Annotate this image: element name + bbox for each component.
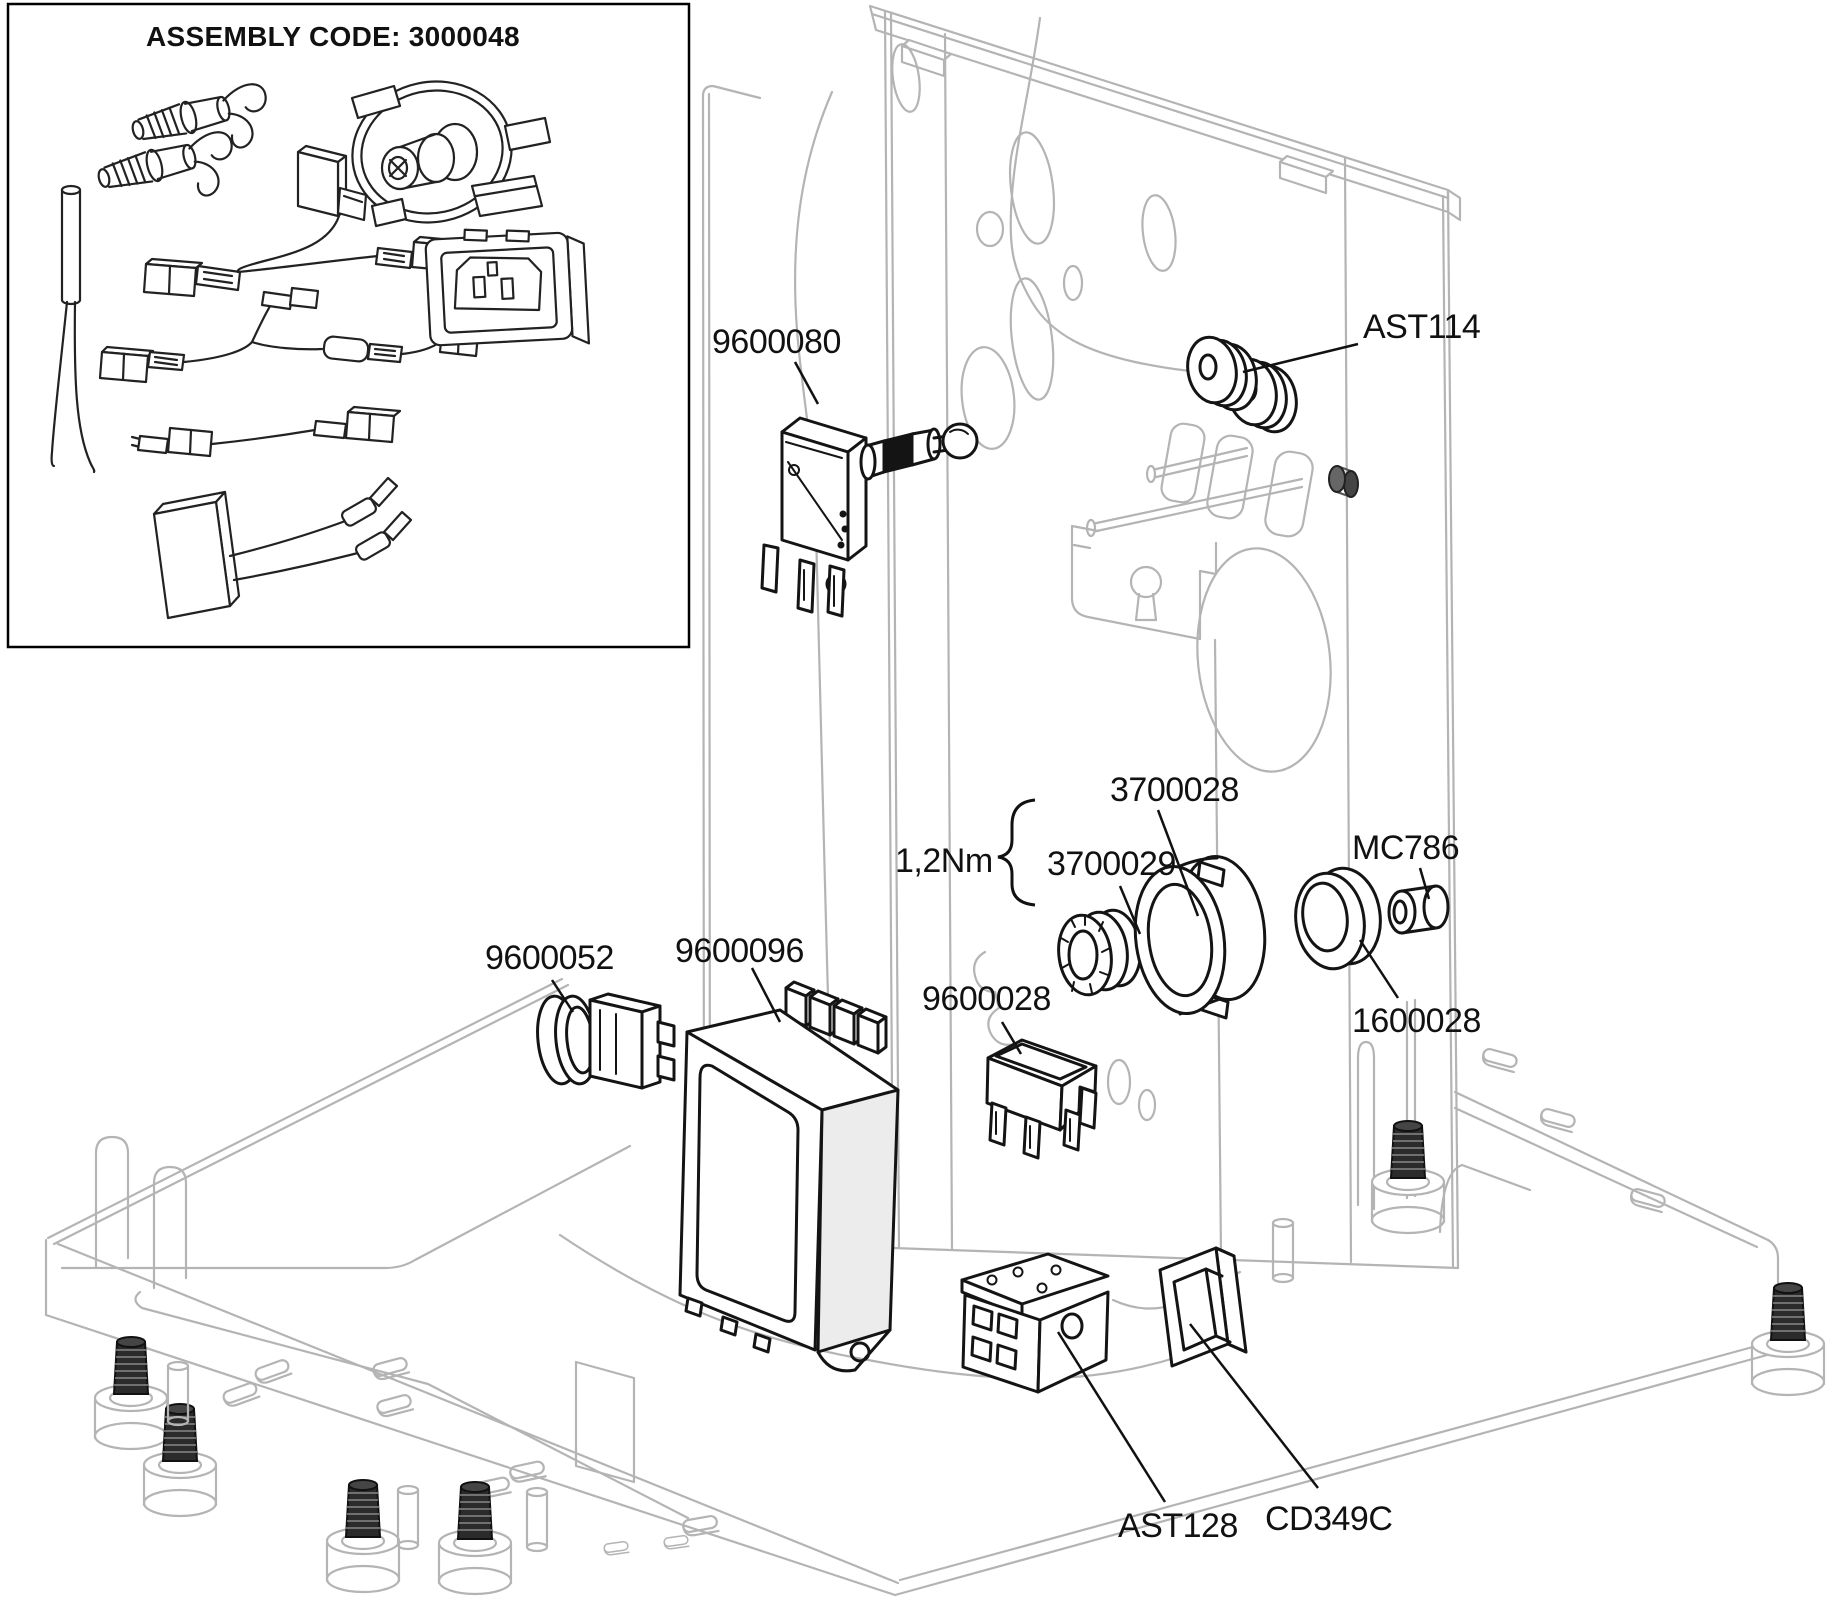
mounting-bracket-cluster bbox=[1085, 422, 1359, 538]
rubber-foot bbox=[142, 1402, 218, 1518]
part-trim-ring-1600028 bbox=[1294, 866, 1382, 971]
inset-title: ASSEMBLY CODE: 3000048 bbox=[146, 21, 520, 52]
label-lamp-holder: 9600052 bbox=[485, 939, 614, 977]
label-trim-ring: 1600028 bbox=[1352, 1002, 1481, 1040]
label-bezel: 3700028 bbox=[1110, 771, 1239, 809]
part-relay-9600028 bbox=[985, 1038, 1098, 1160]
burner-igniter-assembly bbox=[350, 80, 552, 228]
rubber-foot bbox=[93, 1335, 169, 1451]
label-relay: 9600028 bbox=[922, 980, 1051, 1018]
part-bushing-mc786 bbox=[1387, 884, 1450, 935]
label-torque: 1,2Nm bbox=[895, 842, 993, 880]
label-lock-nut: 3700029 bbox=[1047, 845, 1176, 883]
suppression-capacitor bbox=[152, 476, 413, 620]
inset-assembly-kit: ASSEMBLY CODE: 3000048 bbox=[6, 2, 691, 649]
label-terminal-block: AST128 bbox=[1118, 1507, 1238, 1545]
wire-harness-b bbox=[130, 405, 402, 458]
standoff-pin bbox=[396, 1484, 420, 1551]
label-bushing: MC786 bbox=[1352, 829, 1459, 867]
label-grommet-pair: AST114 bbox=[1363, 308, 1480, 346]
part-bezel-3700028 bbox=[1133, 854, 1267, 1020]
part-micro-switch-9600080 bbox=[760, 416, 979, 618]
part-connector-frame-cd349c bbox=[1158, 1246, 1248, 1368]
keyhole-slot bbox=[1129, 565, 1163, 622]
part-lock-nut-3700029 bbox=[1057, 908, 1142, 997]
part-labels: 9600080 AST114 1,2Nm 3700029 3700028 MC7… bbox=[485, 308, 1481, 1545]
part-transformer-9600096 bbox=[678, 980, 900, 1373]
standoff-pin bbox=[525, 1486, 549, 1553]
iec-power-inlet bbox=[424, 228, 591, 347]
part-lamp-holder-9600052 bbox=[536, 992, 676, 1090]
part-grommets-ast114 bbox=[1186, 335, 1298, 434]
label-connector-frame: CD349C bbox=[1265, 1500, 1392, 1538]
thermocouple bbox=[50, 184, 96, 474]
rubber-foot bbox=[325, 1478, 401, 1594]
label-micro-switch: 9600080 bbox=[712, 323, 841, 361]
rubber-foot bbox=[1750, 1281, 1826, 1397]
rubber-foot bbox=[437, 1480, 513, 1596]
torque-brace bbox=[997, 798, 1036, 907]
part-terminal-block-ast128 bbox=[960, 1252, 1110, 1394]
label-transformer: 9600096 bbox=[675, 932, 804, 970]
